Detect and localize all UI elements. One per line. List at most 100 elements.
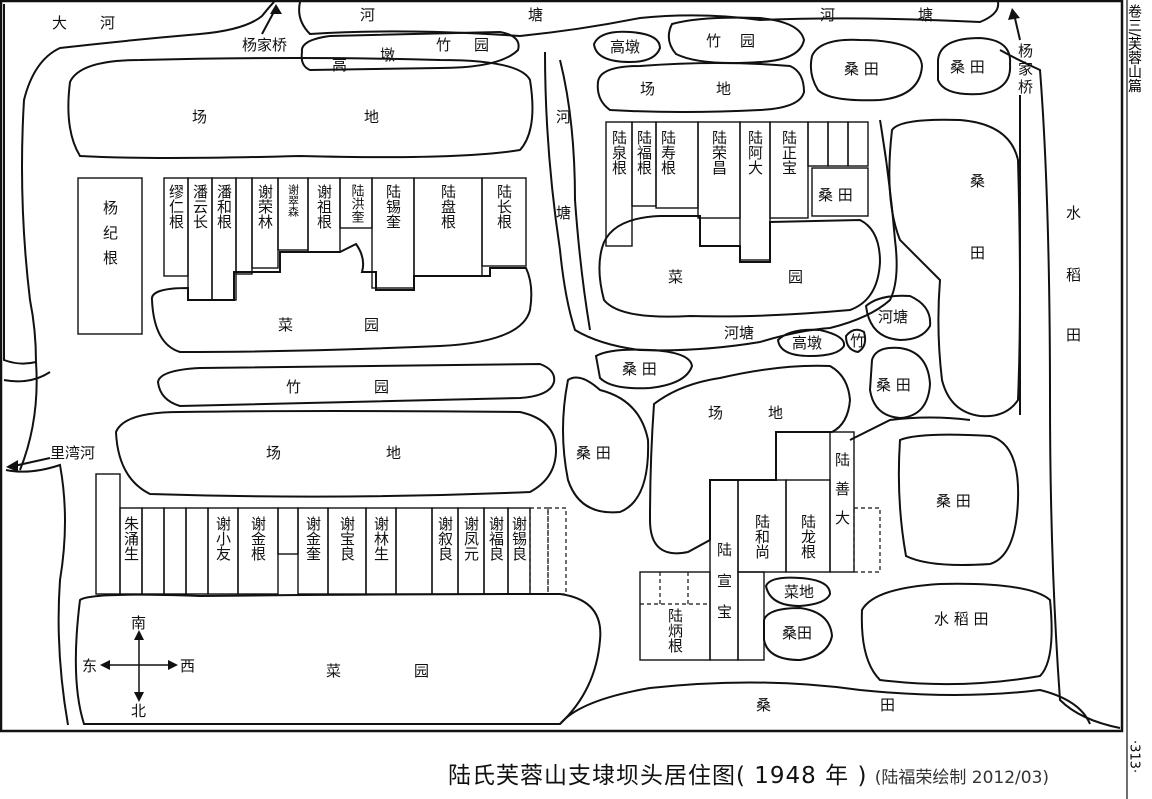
label-gaodun-small: 高墩 [610,38,640,56]
label-changdi-nw-1: 场 [192,108,207,126]
parcel-sangtian-1 [809,38,924,102]
resident-lu-hongkui: 陆洪奎 [349,183,365,223]
label-sangtian-3: 桑 田 [622,360,657,378]
parcel-gaodun-small [592,30,662,64]
resident-pan-hegen: 潘和根 [215,184,233,229]
parcel-sangtian-3 [594,348,694,390]
parcel-zhu-mid [844,328,867,354]
resident-xie-linsheng: 谢林生 [372,516,390,561]
resident-lu-fugen: 陆福根 [635,130,653,175]
parcel-sangtian-6 [897,433,1020,566]
label-liwanhe: 里湾河 [50,444,95,462]
label-caiyuan-nw-2: 园 [364,316,379,334]
resident-xie-jingen: 谢金根 [249,516,267,561]
resident-xie-small: 谢翠森 [287,183,300,218]
parcel-caiyuan-nw [150,242,533,354]
label-dahe-2: 河 [100,14,115,32]
resident-labels: 杨纪根 缪仁根 潘云长 潘和根 谢荣林 谢翠森 谢祖根 陆洪奎 陆锡奎 陆盘根 … [101,130,851,653]
parcel-shuidaotian [860,582,1053,686]
place-labels: 大 河 河 塘 河 塘 杨家桥 杨 家 桥 高 墩 竹 园 高墩 竹 园 桑 田… [50,6,1081,714]
label-gaodun-zhuyuan-1: 高 [332,56,347,74]
label-hetang-v2: 塘 [556,204,571,222]
parcel-sangtian-big [888,118,1021,418]
resident-lu-quangen: 陆泉根 [610,130,628,175]
side-header-text: 卷三/芙蓉山篇 [1126,4,1142,93]
bridge-arrows [6,4,1021,472]
parcel-changdi-se [648,364,852,555]
parcel-zhuyuan-top-right [667,16,806,64]
label-caiyuan-s-2: 园 [414,662,429,680]
parcel-changdi-ne [596,62,806,113]
resident-zhu-yongsheng: 朱涌生 [122,516,140,561]
parcel-sangtian-4 [868,346,932,420]
label-sangtian-s-2: 田 [880,696,895,714]
label-sangtian-4: 桑 田 [876,376,911,394]
label-gaodun-zhuyuan-3: 竹 [436,36,451,54]
compass-south: 南 [131,614,146,632]
resident-lu-changgen: 陆长根 [495,184,513,229]
resident-lu-rongchang: 陆荣昌 [710,130,728,175]
label-shuidaotian-v2: 稻 [1066,266,1081,284]
resident-xie-xiliang: 谢锡良 [510,516,528,561]
label-zhuyuan-mid-1: 竹 [286,378,301,396]
label-sangtian-big-2: 田 [970,244,985,262]
label-changdi-se-2: 地 [768,404,783,422]
parcels [67,16,1091,725]
label-hetang-mid: 河塘 [724,324,754,342]
label-hetang-a1: 河 [360,6,375,24]
resident-xie-ronglin: 谢荣林 [256,184,274,229]
compass: 南 北 东 西 [82,614,195,720]
parcel-changdi-sw [114,410,558,498]
label-shuidaotian-v1: 水 [1066,204,1081,222]
label-zhuyuan-mid-2: 园 [374,378,389,396]
label-hetang-v1: 河 [556,108,571,126]
label-changdi-sw-1: 场 [266,444,281,462]
label-hetang-a2: 塘 [528,6,543,24]
label-caiyuan-ne-1: 菜 [668,268,683,286]
resident-xie-jinkui: 谢金奎 [304,516,322,561]
label-gaodun-mid: 高墩 [792,334,822,352]
label-shuidaotian-v3: 田 [1066,326,1081,344]
map-caption: 陆氏芙蓉山支埭坝头居住图( 1948 年 ) (陆福荣绘制 2012/03) [448,756,1049,790]
parcel-sangtian-south [559,681,1091,725]
parcel-gaodun-mid [776,328,846,358]
label-changdi-ne-2: 地 [716,80,731,98]
label-sangtian-6: 桑 田 [936,492,971,510]
resident-miao-rengen: 缪仁根 [167,184,185,229]
house-yang-jigen [77,177,143,335]
resident-xie-baoliang: 谢宝良 [338,516,356,561]
label-sangtian-7: 桑 田 [818,186,853,204]
resident-lu-heshang: 陆和尚 [753,514,771,560]
resident-xie-xuliang: 谢叙良 [436,516,454,561]
label-yangjiaqiao-r2: 家 [1018,60,1033,78]
label-caidi: 菜地 [784,583,814,601]
label-hetang-b1: 河 [820,6,835,24]
houses [77,121,881,661]
map-title: 陆氏芙蓉山支埭坝头居住图( 1948 年 ) [448,763,868,789]
resident-lu-shanda: 陆善大 [833,452,851,539]
compass-east: 东 [82,657,97,675]
resident-xie-zugen: 谢祖根 [315,184,333,229]
parcel-sangtian-2 [937,36,1012,96]
label-zhuyuan-small-2: 园 [740,32,755,50]
resident-lu-binggen: 陆炳根 [666,608,684,653]
parcel-gaodun-zhuyuan-top [300,30,520,72]
resident-xie-xiaoyou: 谢小友 [214,516,232,561]
map-frame [0,0,1124,733]
label-zhu-mid: 竹 [850,332,865,350]
parcel-changdi-nw [67,57,534,159]
label-zhuyuan-small-1: 竹 [706,32,721,50]
resident-xie-fuliang: 谢福良 [487,516,505,561]
label-gaodun-zhuyuan-4: 园 [474,36,489,54]
resident-lu-xuanbao: 陆宣宝 [715,542,733,635]
label-caiyuan-ne-2: 园 [788,268,803,286]
parcel-hetang-right [864,294,932,342]
resident-yang-jigen: 杨纪根 [101,200,119,275]
map-credit: (陆福荣绘制 2012/03) [874,768,1050,788]
label-sangtian-2: 桑 田 [950,58,985,76]
label-shuidaotian-h: 水 稻 田 [934,610,989,628]
compass-north: 北 [131,702,146,720]
label-yangjiaqiao-r1: 杨 [1018,42,1033,60]
label-hetang-b2: 塘 [918,6,933,24]
parcel-zhuyuan-mid [156,362,556,408]
